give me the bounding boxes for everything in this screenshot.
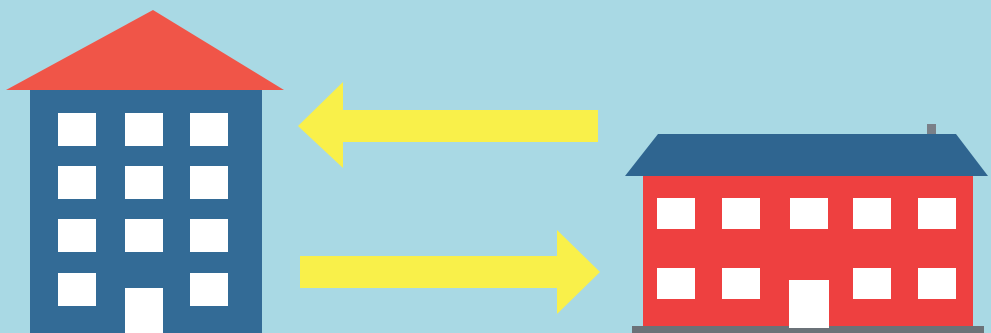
window <box>790 198 828 229</box>
window <box>657 198 695 229</box>
window <box>853 198 891 229</box>
house-door <box>789 280 829 328</box>
window <box>125 166 163 199</box>
window <box>125 113 163 146</box>
window <box>58 273 96 306</box>
house-roof <box>625 134 988 176</box>
window <box>190 219 228 252</box>
window <box>125 219 163 252</box>
window <box>58 113 96 146</box>
apartment-door <box>125 288 163 333</box>
window <box>190 166 228 199</box>
window <box>58 166 96 199</box>
window <box>190 113 228 146</box>
window <box>58 219 96 252</box>
window <box>918 198 956 229</box>
window <box>722 198 760 229</box>
window <box>853 268 891 299</box>
window <box>722 268 760 299</box>
house-icon <box>625 124 988 333</box>
window <box>190 273 228 306</box>
window <box>918 268 956 299</box>
window <box>657 268 695 299</box>
